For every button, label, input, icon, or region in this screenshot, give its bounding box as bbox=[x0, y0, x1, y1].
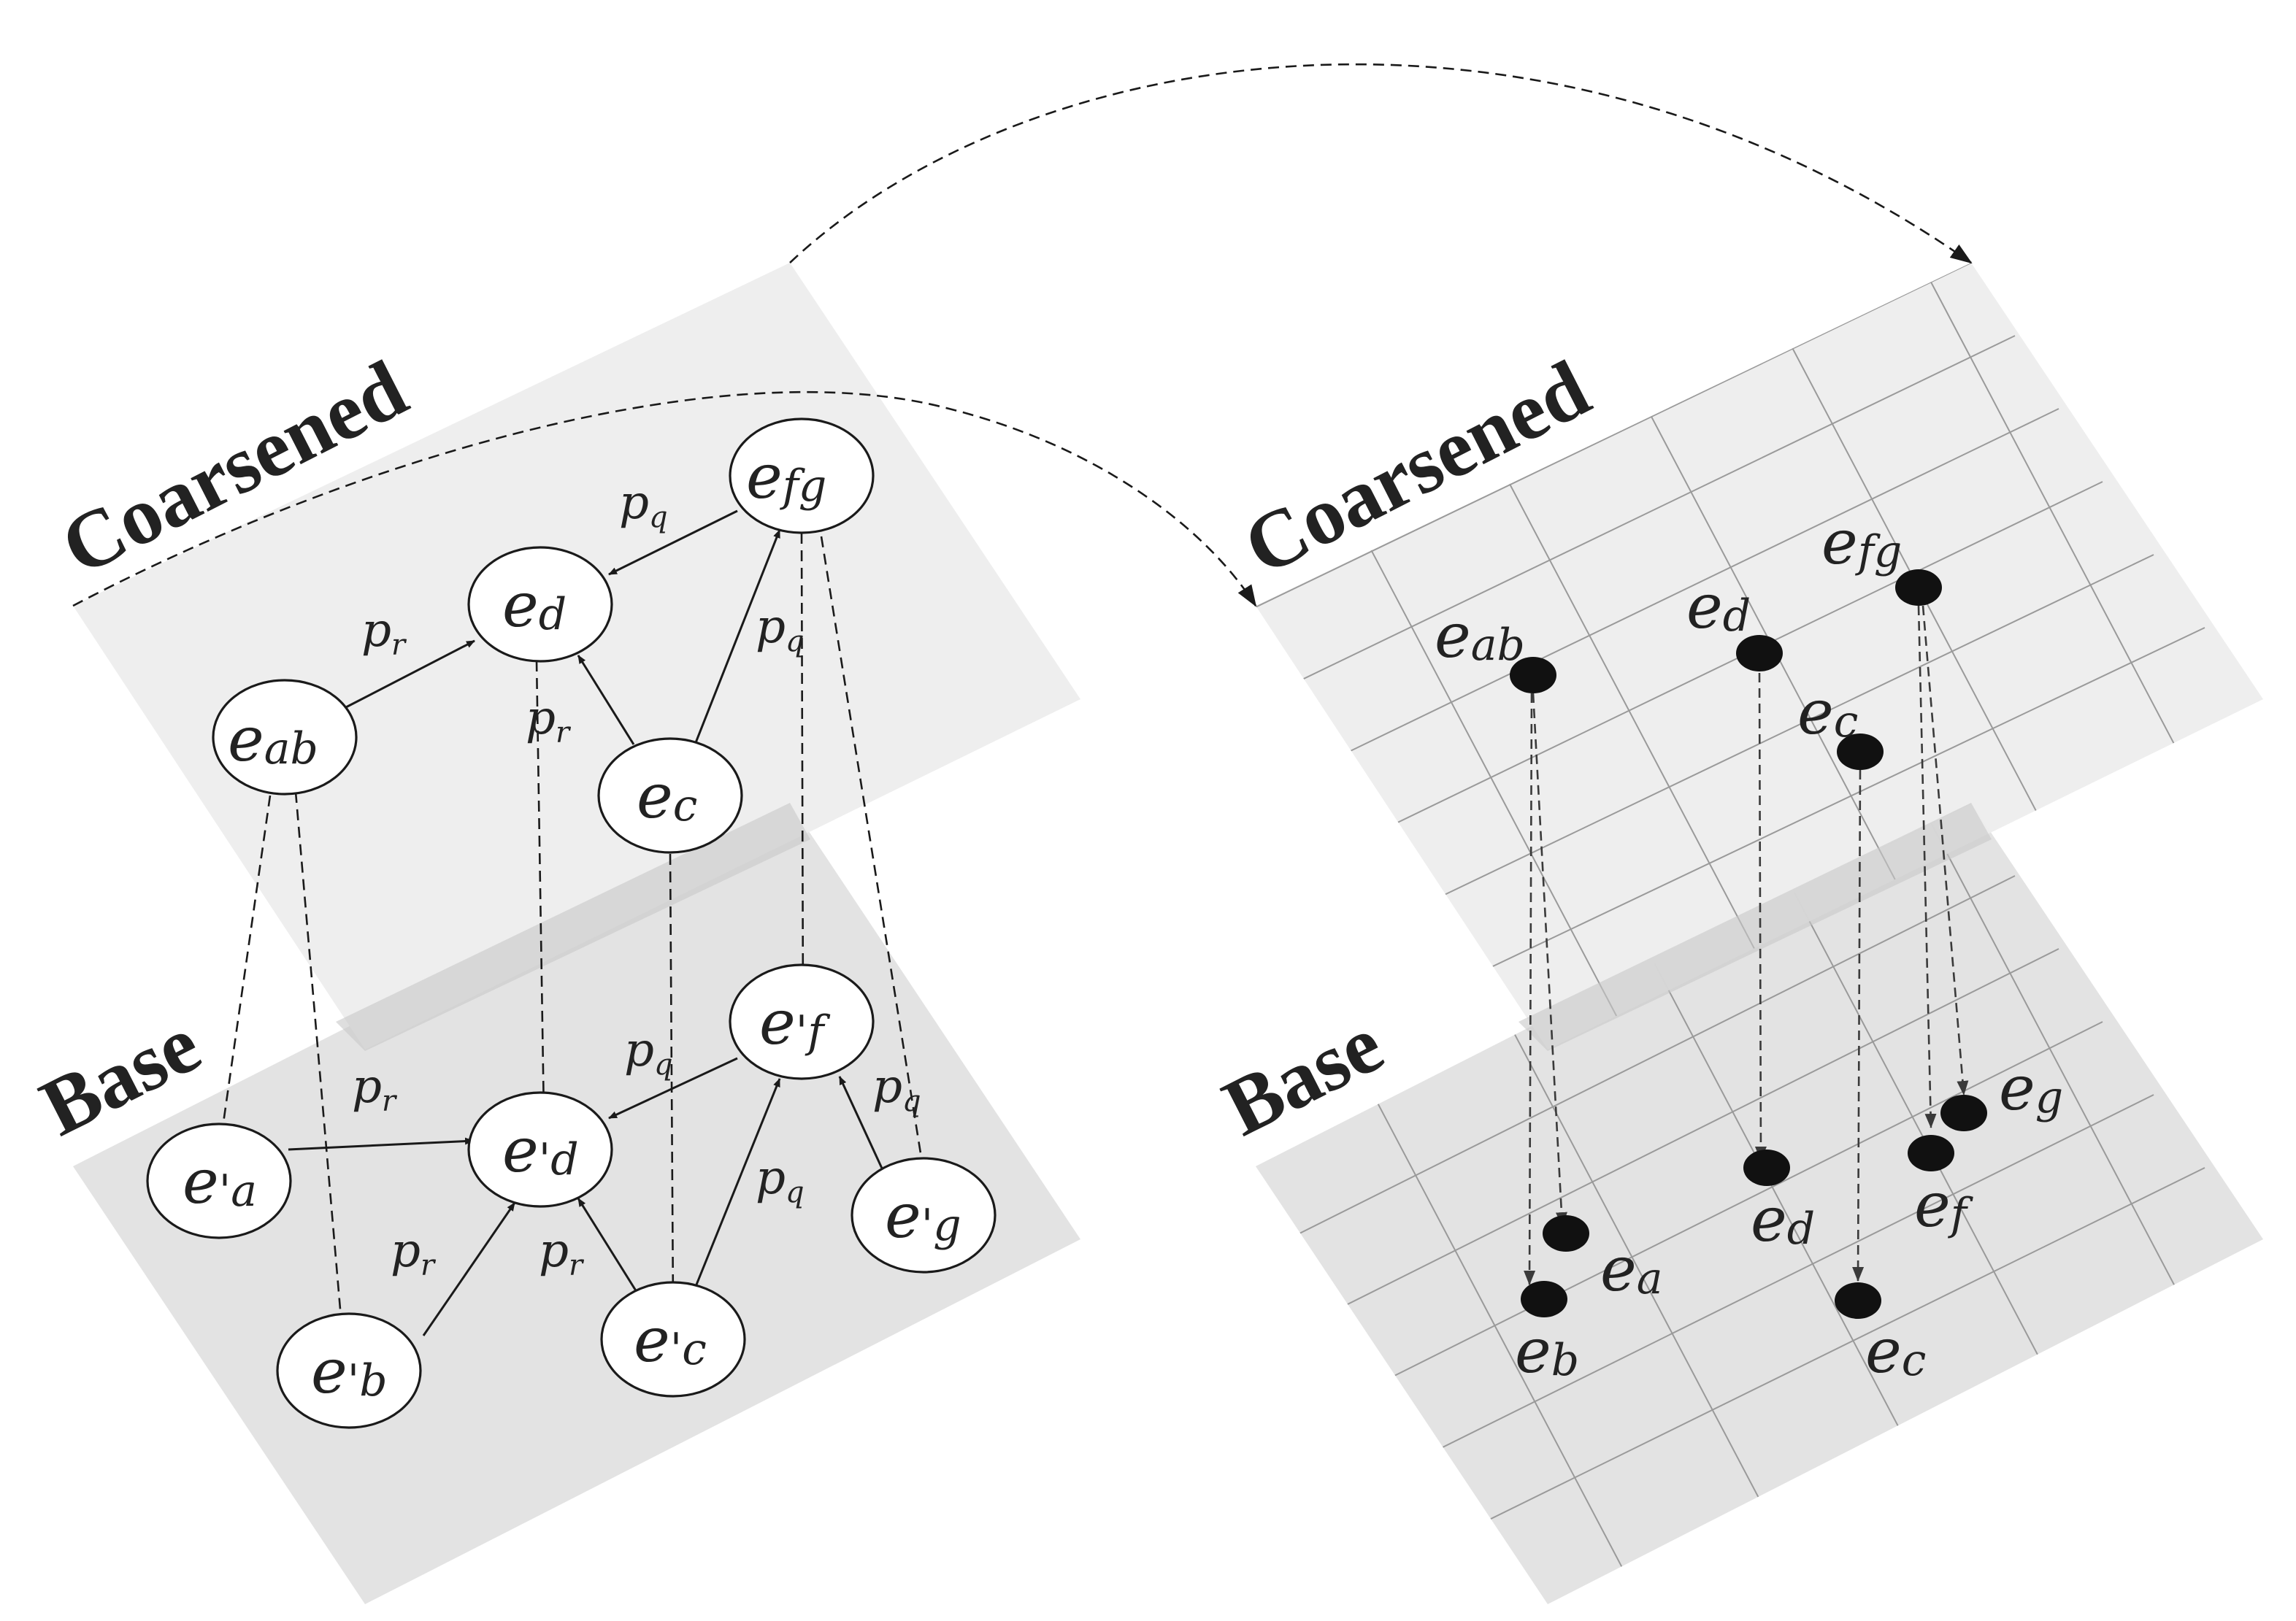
node-base-ed: e'd bbox=[467, 1091, 613, 1208]
edge-ec-ed bbox=[577, 655, 635, 745]
edge-ea-ed bbox=[288, 1137, 474, 1151]
grid-point-ed-base: ed bbox=[1743, 1150, 1815, 1255]
node-coarse-efg: efg bbox=[729, 417, 875, 534]
edge-eab-ed bbox=[344, 639, 475, 709]
right-grid-panel: Coarsened Base eab ed ec efg bbox=[1210, 263, 2263, 1604]
edge-efg-ed bbox=[608, 509, 738, 576]
node-coarse-ec: ec bbox=[597, 737, 743, 854]
node-base-eb: e'b bbox=[276, 1312, 422, 1429]
edge-eb-ed bbox=[422, 1202, 516, 1336]
plane-overlap-shadow bbox=[336, 803, 810, 1051]
node-coarse-ed: ed bbox=[467, 546, 613, 663]
edge-ec-efg bbox=[694, 529, 781, 745]
level-correspondence-lines bbox=[218, 532, 925, 1344]
svg-text:ed: ed bbox=[1751, 1184, 1815, 1255]
edge-eg-ef bbox=[838, 1076, 885, 1172]
node-base-ea: e'a bbox=[146, 1123, 292, 1239]
left-graph-panel: Coarsened Base pr pq pq pr pr bbox=[27, 263, 1080, 1604]
node-base-eg: e'g bbox=[851, 1157, 997, 1274]
grid-coarsened-lines bbox=[1256, 263, 2205, 1050]
mapping-arrow-plane bbox=[789, 63, 1973, 264]
edge-ec-ed-base bbox=[577, 1198, 638, 1293]
grid-point-ec: ec bbox=[1797, 677, 1884, 770]
svg-text:ec: ec bbox=[1797, 677, 1858, 748]
edge-ef-ed bbox=[608, 1057, 738, 1120]
grid-overlap-shadow bbox=[1518, 803, 1992, 1051]
svg-text:e'a: e'a bbox=[183, 1146, 257, 1217]
node-base-ec: e'c bbox=[600, 1281, 746, 1398]
grid-base-plane bbox=[1256, 803, 2263, 1604]
node-coarse-eab: eab bbox=[212, 679, 358, 796]
svg-text:efg: efg bbox=[746, 441, 826, 512]
grid-projection-lines bbox=[1524, 605, 1969, 1285]
edge-ec-ef bbox=[692, 1078, 781, 1293]
node-base-ef: e'f bbox=[729, 963, 875, 1080]
mapping-arrow-coarsened bbox=[72, 390, 1257, 607]
